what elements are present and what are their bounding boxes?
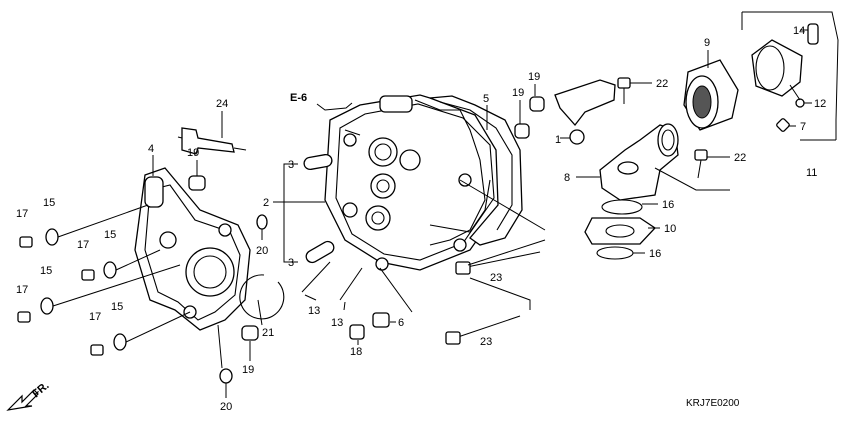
dowel-pin-upper — [303, 153, 333, 171]
label-part-19-right-lower: 19 — [512, 87, 524, 99]
bolt-22-upper — [617, 77, 631, 104]
dowel-19-left — [188, 175, 206, 191]
washer-head — [375, 257, 389, 271]
label-part-20-lower: 20 — [220, 401, 232, 413]
dowel-19-right-upper — [529, 96, 545, 112]
label-part-23-lower: 23 — [480, 336, 492, 348]
label-part-15-d: 15 — [111, 301, 123, 313]
stud-13-left — [301, 261, 331, 293]
dowel-19-lower — [241, 325, 259, 341]
label-part-4: 4 — [148, 143, 154, 155]
label-part-22-lower: 22 — [734, 152, 746, 164]
label-part-3-lower: 3 — [288, 257, 294, 269]
label-part-19-right-upper: 19 — [528, 71, 540, 83]
label-part-19-lower: 19 — [242, 364, 254, 376]
gasket-16-lower — [596, 246, 634, 260]
label-part-17-a: 17 — [16, 208, 28, 220]
label-part-10: 10 — [664, 223, 676, 235]
label-part-12: 12 — [814, 98, 826, 110]
nut-17-d — [90, 344, 104, 356]
collar-18 — [349, 324, 365, 340]
part-number-labels: 1 2 3 3 4 5 6 7 8 9 10 11 12 13 13 14 15… — [16, 25, 826, 413]
label-part-1: 1 — [555, 134, 561, 146]
clamp-assembly-11 — [741, 11, 839, 132]
leader-lines — [152, 29, 837, 398]
dowel-19-right-lower — [514, 123, 530, 139]
washer-15-b — [103, 261, 117, 279]
front-direction-indicator: FR. — [6, 380, 52, 411]
o-ring-20-lower — [219, 368, 233, 384]
label-part-13-right: 13 — [331, 317, 343, 329]
intake-pipe-8 — [599, 123, 679, 201]
cylinder-head — [324, 94, 506, 271]
nut-17-a — [19, 236, 33, 248]
label-part-20-upper: 20 — [256, 245, 268, 257]
label-part-7: 7 — [800, 121, 806, 133]
label-part-16-upper: 16 — [662, 199, 674, 211]
label-part-21: 21 — [262, 327, 274, 339]
label-part-17-c: 17 — [16, 284, 28, 296]
intake-joint-9 — [683, 59, 739, 131]
label-part-17-b: 17 — [77, 239, 89, 251]
label-part-22-upper: 22 — [656, 78, 668, 90]
label-part-17-d: 17 — [89, 311, 101, 323]
label-part-18: 18 — [350, 346, 362, 358]
label-part-23-upper: 23 — [490, 272, 502, 284]
label-part-15-b: 15 — [104, 229, 116, 241]
label-part-8: 8 — [564, 172, 570, 184]
label-part-19-left: 19 — [187, 147, 199, 159]
circlip-21 — [239, 274, 285, 320]
washer-15-c — [40, 297, 54, 315]
label-part-5: 5 — [483, 93, 489, 105]
label-part-24: 24 — [216, 98, 228, 110]
label-part-13-left: 13 — [308, 305, 320, 317]
stud-13-right — [339, 267, 363, 301]
nut-17-b — [81, 269, 95, 281]
stud-bolt-upper — [455, 251, 541, 275]
o-ring-20-upper — [256, 214, 268, 230]
washer-15-a — [45, 228, 59, 246]
intake-bracket-1 — [554, 79, 616, 145]
direction-arrow-icon — [6, 389, 39, 411]
label-part-14: 14 — [793, 25, 805, 37]
stud-bolt-lower — [445, 315, 521, 345]
dowel-pin-lower — [305, 240, 335, 264]
label-part-15-c: 15 — [40, 265, 52, 277]
label-part-11: 11 — [806, 167, 817, 179]
spark-plug-24 — [177, 127, 247, 155]
label-part-9: 9 — [704, 37, 710, 49]
washer-15-d — [113, 333, 127, 351]
bolt-22-lower — [694, 149, 708, 179]
cam-cover-4 — [134, 167, 251, 331]
label-part-3-upper: 3 — [288, 159, 294, 171]
diagram-code: KRJ7E0200 — [686, 398, 740, 409]
label-part-15-a: 15 — [43, 197, 55, 209]
nut-17-c — [17, 311, 31, 323]
cap-nut-6 — [372, 312, 390, 328]
gasket-16-upper — [601, 199, 643, 215]
reference-label: E-6 — [290, 92, 307, 104]
label-part-6: 6 — [398, 317, 404, 329]
insulator-10 — [584, 217, 656, 245]
label-part-2: 2 — [263, 197, 269, 209]
label-part-16-lower: 16 — [649, 248, 661, 260]
